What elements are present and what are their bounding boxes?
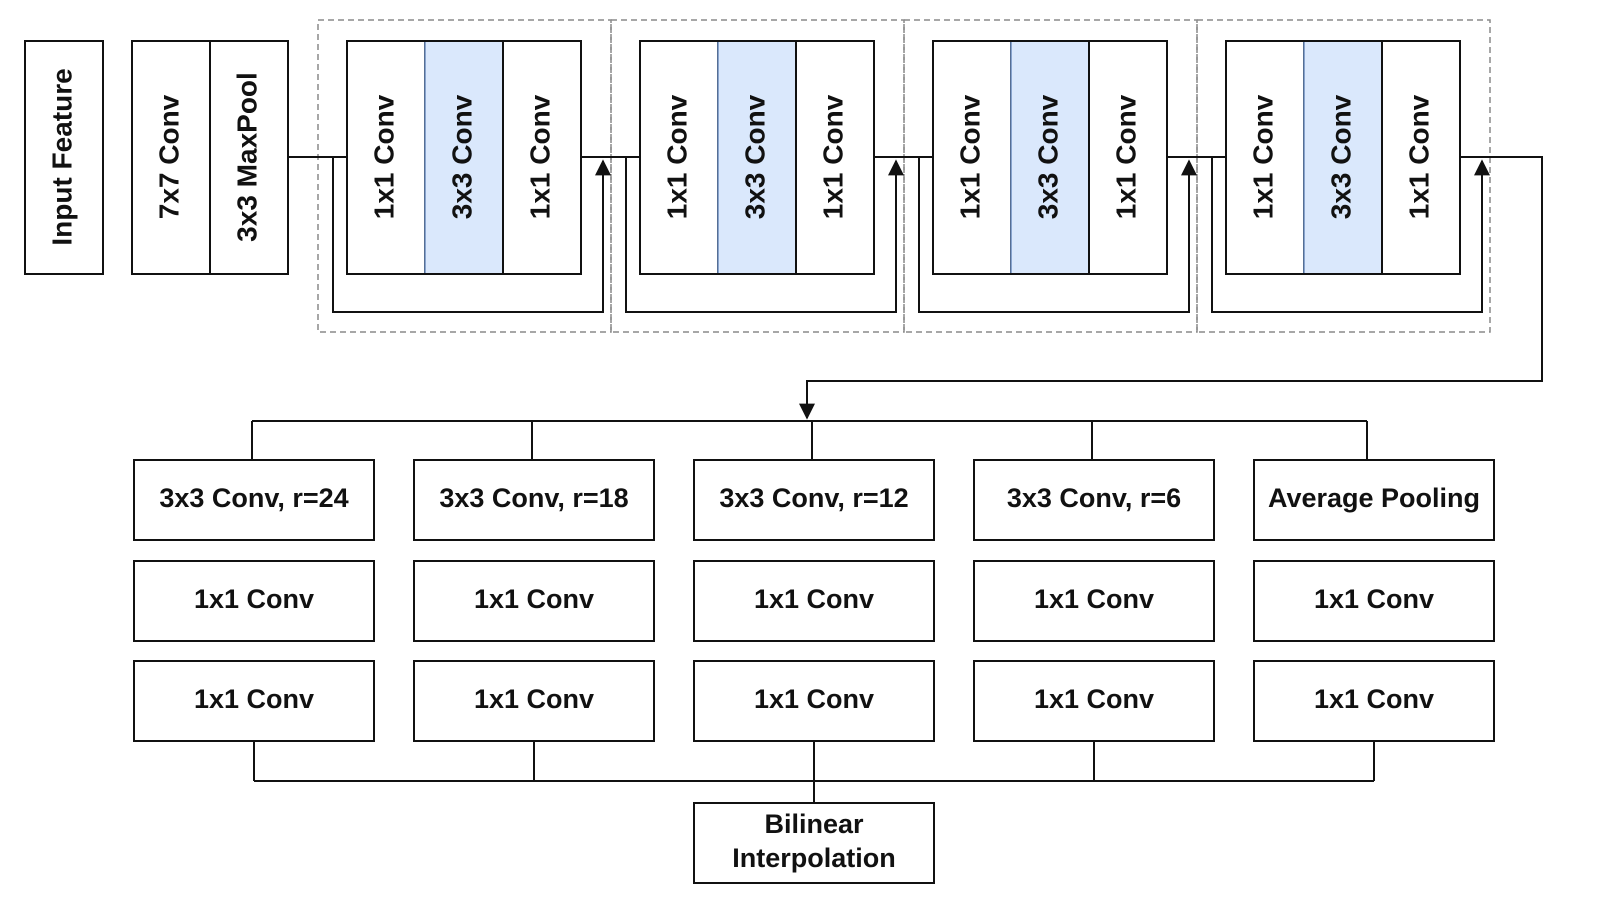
aspp-branch-3: 3x3 Conv, r=12 1x1 Conv 1x1 Conv xyxy=(693,459,935,742)
block4-layer3-label: 1x1 Conv xyxy=(1403,94,1434,219)
backbone-to-aspp xyxy=(799,156,1543,420)
block1-layer2-label: 3x3 Conv xyxy=(446,94,477,219)
block4-layer1-label: 1x1 Conv xyxy=(1247,94,1278,219)
aspp-branch5-layer3-label: 1x1 Conv xyxy=(1314,684,1434,714)
aspp-input-bus xyxy=(251,420,1368,460)
block2-layer1-label: 1x1 Conv xyxy=(661,94,692,219)
aspp-branch5-layer1-label: Average Pooling xyxy=(1268,483,1480,513)
stem-pool-label: 3x3 MaxPool xyxy=(231,72,262,242)
aspp-branch1-layer3-label: 1x1 Conv xyxy=(194,684,314,714)
aspp-branch2-layer2-label: 1x1 Conv xyxy=(474,584,594,614)
block2-layer2-label: 3x3 Conv xyxy=(739,94,770,219)
skip-connections xyxy=(332,157,1490,313)
aspp-branch5-layer2-label: 1x1 Conv xyxy=(1314,584,1434,614)
aspp-branch1-layer2-label: 1x1 Conv xyxy=(194,584,314,614)
skip-connection-1 xyxy=(332,157,611,313)
block1-layer1-label: 1x1 Conv xyxy=(368,94,399,219)
output-label-line2: Interpolation xyxy=(732,843,896,873)
block2-layer3-label: 1x1 Conv xyxy=(817,94,848,219)
aspp-branch3-layer1-label: 3x3 Conv, r=12 xyxy=(719,483,908,513)
residual-group-borders xyxy=(317,19,1491,333)
block3-layer1-label: 1x1 Conv xyxy=(954,94,985,219)
bilinear-interpolation-node: Bilinear Interpolation xyxy=(693,802,935,884)
stem-conv-label: 7x7 Conv xyxy=(153,94,184,219)
input-feature-node: Input Feature xyxy=(24,40,104,275)
aspp-branch-2: 3x3 Conv, r=18 1x1 Conv 1x1 Conv xyxy=(413,459,655,742)
aspp-branch3-layer2-label: 1x1 Conv xyxy=(754,584,874,614)
aspp-branch-5: Average Pooling 1x1 Conv 1x1 Conv xyxy=(1253,459,1495,742)
aspp-branch2-layer1-label: 3x3 Conv, r=18 xyxy=(439,483,628,513)
aspp-branch-4: 3x3 Conv, r=6 1x1 Conv 1x1 Conv xyxy=(973,459,1215,742)
output-label-line1: Bilinear xyxy=(764,809,864,839)
aspp-branch4-layer3-label: 1x1 Conv xyxy=(1034,684,1154,714)
aspp-branch-1: 3x3 Conv, r=24 1x1 Conv 1x1 Conv xyxy=(133,459,375,742)
aspp-branch4-layer2-label: 1x1 Conv xyxy=(1034,584,1154,614)
aspp-branch3-layer3-label: 1x1 Conv xyxy=(754,684,874,714)
stem-block: 7x7 Conv 3x3 MaxPool xyxy=(131,40,289,275)
block1-layer3-label: 1x1 Conv xyxy=(524,94,555,219)
bottleneck-block-2: 1x1 Conv 3x3 Conv 1x1 Conv xyxy=(639,40,875,275)
block3-layer2-label: 3x3 Conv xyxy=(1032,94,1063,219)
input-feature-label: Input Feature xyxy=(46,68,77,245)
skip-connection-3 xyxy=(918,157,1197,313)
bottleneck-block-4: 1x1 Conv 3x3 Conv 1x1 Conv xyxy=(1225,40,1461,275)
aspp-branch4-layer1-label: 3x3 Conv, r=6 xyxy=(1007,483,1181,513)
aspp-branch2-layer3-label: 1x1 Conv xyxy=(474,684,594,714)
bottleneck-block-3: 1x1 Conv 3x3 Conv 1x1 Conv xyxy=(932,40,1168,275)
aspp-branch1-layer1-label: 3x3 Conv, r=24 xyxy=(159,483,348,513)
skip-connection-4 xyxy=(1211,157,1490,313)
bottleneck-block-1: 1x1 Conv 3x3 Conv 1x1 Conv xyxy=(346,40,582,275)
block3-layer3-label: 1x1 Conv xyxy=(1110,94,1141,219)
aspp-output-bus xyxy=(253,741,1375,803)
skip-connection-2 xyxy=(625,157,904,313)
block4-layer2-label: 3x3 Conv xyxy=(1325,94,1356,219)
